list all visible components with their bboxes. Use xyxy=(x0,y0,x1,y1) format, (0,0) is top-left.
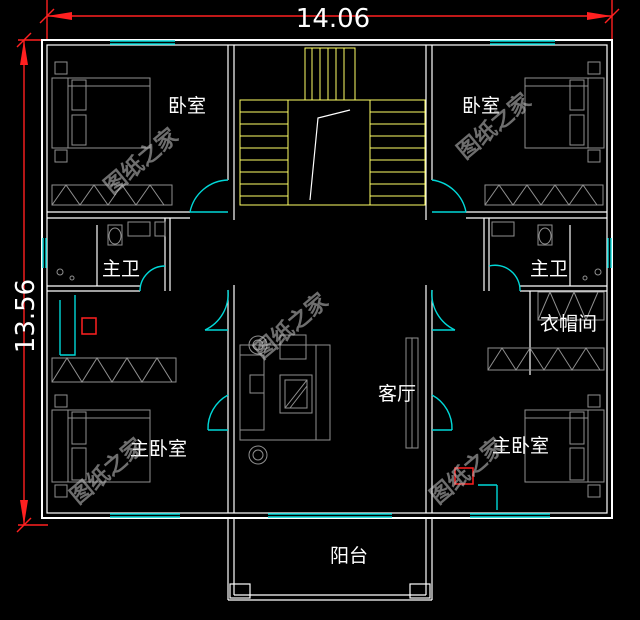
room-label-closet: 衣帽间 xyxy=(540,313,597,335)
wardrobe-top-left xyxy=(51,184,173,206)
height-dimension-label: 13.56 xyxy=(11,279,41,353)
bathroom-right-fixtures xyxy=(491,221,602,286)
room-label-bath-left: 主卫 xyxy=(102,258,140,280)
dimension-width: 14.06 xyxy=(39,0,620,40)
bathroom-left-fixtures xyxy=(56,221,166,286)
bed-master-left xyxy=(51,394,151,498)
sofa-set xyxy=(239,334,331,465)
width-dimension-label: 14.06 xyxy=(296,4,370,34)
closet-shelves xyxy=(487,290,605,371)
wardrobe-left xyxy=(51,357,177,383)
stair-hall-left-fixture xyxy=(59,300,97,355)
staircase xyxy=(239,47,426,206)
bed-master-right xyxy=(454,394,605,510)
room-label-balcony: 阳台 xyxy=(330,545,368,567)
outer-walls xyxy=(41,39,613,519)
room-label-master-bedroom-right: 主卧室 xyxy=(492,435,549,457)
room-label-bedroom-top-left: 卧室 xyxy=(168,95,206,117)
tv-cabinet xyxy=(405,337,419,449)
watermark-top-left: 图纸之家 xyxy=(99,122,184,199)
dimension-height: 13.56 xyxy=(11,32,48,533)
watermark-center: 图纸之家 xyxy=(249,287,334,364)
bed-top-right xyxy=(524,61,605,163)
room-label-master-bedroom-left: 主卧室 xyxy=(130,438,187,460)
room-label-bath-right: 主卫 xyxy=(530,258,568,280)
balcony xyxy=(227,518,433,601)
interior-walls xyxy=(47,45,607,513)
room-label-bedroom-top-right: 卧室 xyxy=(462,95,500,117)
doors xyxy=(60,179,521,431)
bed-top-left xyxy=(51,61,151,163)
room-label-living-room: 客厅 xyxy=(378,383,416,405)
windows xyxy=(42,40,612,518)
wardrobe-top-right xyxy=(484,184,604,206)
